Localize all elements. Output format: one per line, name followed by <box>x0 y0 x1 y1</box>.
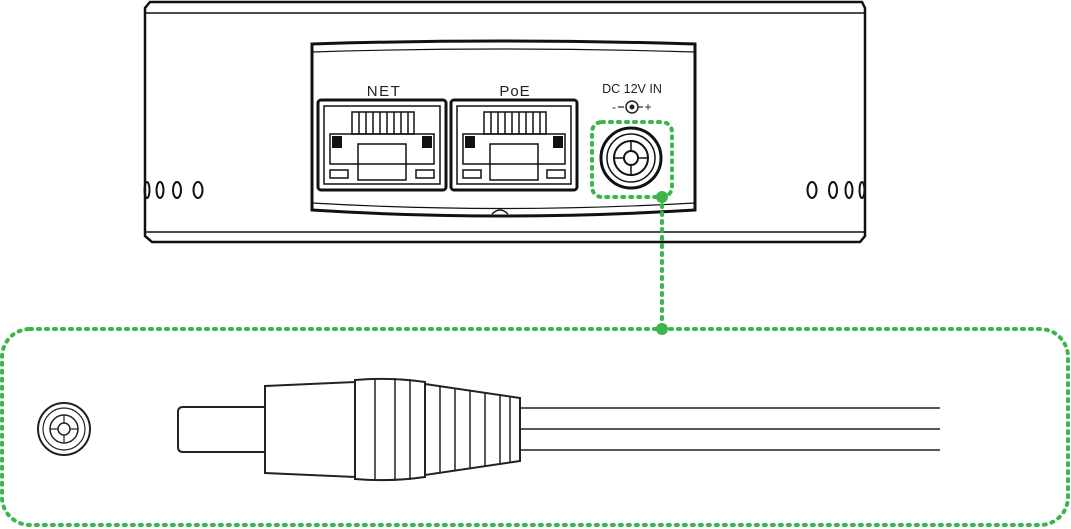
dc-input-label: DC 12V IN <box>602 82 662 96</box>
net-port-label: NET <box>367 83 402 100</box>
callout-dot-top <box>656 191 668 203</box>
dc-jack-icon <box>599 126 663 190</box>
net-port-rj45-icon <box>316 98 448 192</box>
dc-jack-callout-box <box>590 120 674 199</box>
vent-holes-left-icon <box>143 181 204 199</box>
dc-cable <box>520 407 940 451</box>
poe-port-rj45-icon <box>449 98 579 192</box>
polarity-minus: - <box>612 100 616 114</box>
plug-detail-callout-box <box>0 327 1070 527</box>
polarity-plus: + <box>644 100 651 114</box>
vent-holes-right-icon <box>806 181 866 199</box>
center-positive-polarity-icon: - + <box>612 100 652 114</box>
dc-plug-icon <box>177 377 521 482</box>
poe-port-label: PoE <box>499 83 530 100</box>
dc-plug-end-view-icon <box>37 402 91 456</box>
